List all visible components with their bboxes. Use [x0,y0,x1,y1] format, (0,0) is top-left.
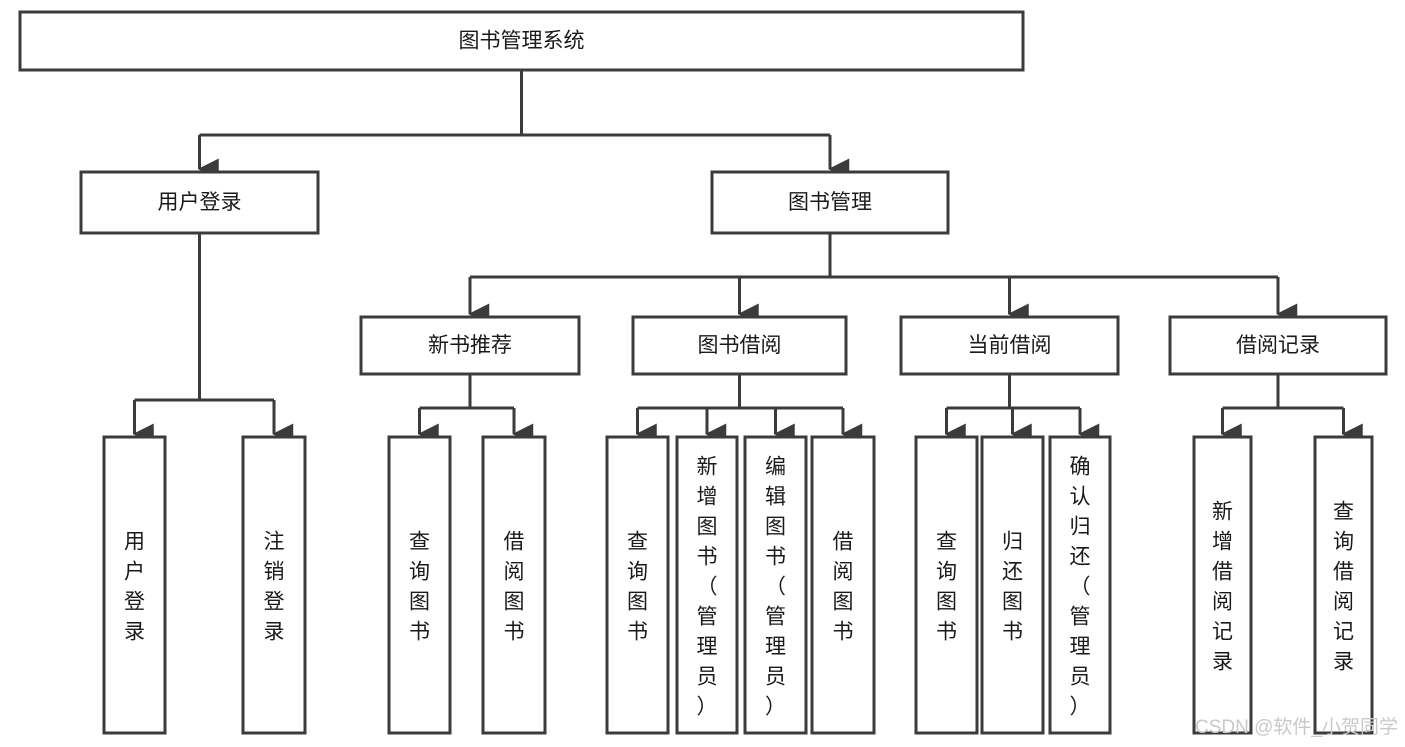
node-l2-0[interactable]: 新书推荐 [359,315,581,376]
node-label: 用户登录 [158,191,242,214]
node-leaf-11[interactable]: 新增借阅记录 [1192,435,1253,735]
node-box-编辑图书管理员[interactable] [743,435,808,735]
node-label: 新增借阅记录 [1212,500,1233,673]
node-box-借阅记录[interactable] [1168,315,1388,376]
node-label: 查询图书 [409,530,430,643]
node-box-借阅图书[interactable] [810,435,876,735]
node-label: 注销登录 [264,530,285,643]
node-l2-2[interactable]: 当前借阅 [899,315,1120,376]
node-label: 确认归还（管理员） [1070,455,1091,718]
node-leaf-5[interactable]: 新增图书（管理员） [675,435,739,735]
node-leaf-0[interactable]: 用户登录 [102,435,167,735]
node-label: 新增图书（管理员） [697,455,718,718]
node-leaf-4[interactable]: 查询图书 [605,435,670,735]
node-root-0[interactable]: 图书管理系统 [18,10,1025,72]
node-box-图书管理[interactable] [710,170,950,235]
node-box-查询借阅记录[interactable] [1313,435,1374,735]
node-label: 查询图书 [936,530,957,643]
node-box-图书借阅[interactable] [631,315,848,376]
csdn-watermark: CSDN @软件_小贺同学 [1195,716,1398,738]
node-box-注销登录[interactable] [241,435,307,735]
node-leaf-2[interactable]: 查询图书 [387,435,452,735]
node-l2-1[interactable]: 图书借阅 [631,315,848,376]
node-leaf-6[interactable]: 编辑图书（管理员） [743,435,808,735]
node-leaf-12[interactable]: 查询借阅记录 [1313,435,1374,735]
node-box-查询图书[interactable] [605,435,670,735]
node-label: 编辑图书（管理员） [765,455,786,718]
node-box-新书推荐[interactable] [359,315,581,376]
node-label: 查询图书 [627,530,648,643]
node-box-用户登录[interactable] [79,170,320,235]
node-leaf-9[interactable]: 归还图书 [980,435,1045,735]
node-label: 图书管理 [788,191,872,214]
node-box-归还图书[interactable] [980,435,1045,735]
node-leaf-7[interactable]: 借阅图书 [810,435,876,735]
node-l2-3[interactable]: 借阅记录 [1168,315,1388,376]
node-label: 归还图书 [1002,530,1023,643]
node-leaf-10[interactable]: 确认归还（管理员） [1048,435,1112,735]
node-label: 图书借阅 [698,334,782,357]
node-label: 借阅图书 [504,530,525,643]
node-l1-1[interactable]: 图书管理 [710,170,950,235]
node-label: 查询借阅记录 [1333,500,1354,673]
node-l1-0[interactable]: 用户登录 [79,170,320,235]
node-label: 借阅记录 [1236,334,1320,357]
node-box-用户登录[interactable] [102,435,167,735]
node-box-查询图书[interactable] [387,435,452,735]
node-box-图书管理系统[interactable] [18,10,1025,72]
node-box-确认归还管理员[interactable] [1048,435,1112,735]
node-label: 当前借阅 [968,334,1052,357]
node-leaf-1[interactable]: 注销登录 [241,435,307,735]
node-label: 新书推荐 [428,334,512,357]
nodes-layer: 图书管理系统用户登录图书管理新书推荐图书借阅当前借阅借阅记录用户登录注销登录查询… [18,10,1388,735]
connectors-layer [132,70,1363,445]
node-box-新增图书管理员[interactable] [675,435,739,735]
node-leaf-3[interactable]: 借阅图书 [481,435,547,735]
node-box-当前借阅[interactable] [899,315,1120,376]
node-label: 用户登录 [124,530,145,643]
node-leaf-8[interactable]: 查询图书 [914,435,979,735]
node-label: 借阅图书 [833,530,854,643]
node-box-查询图书[interactable] [914,435,979,735]
node-label: 图书管理系统 [459,30,585,53]
node-box-借阅图书[interactable] [481,435,547,735]
node-box-新增借阅记录[interactable] [1192,435,1253,735]
